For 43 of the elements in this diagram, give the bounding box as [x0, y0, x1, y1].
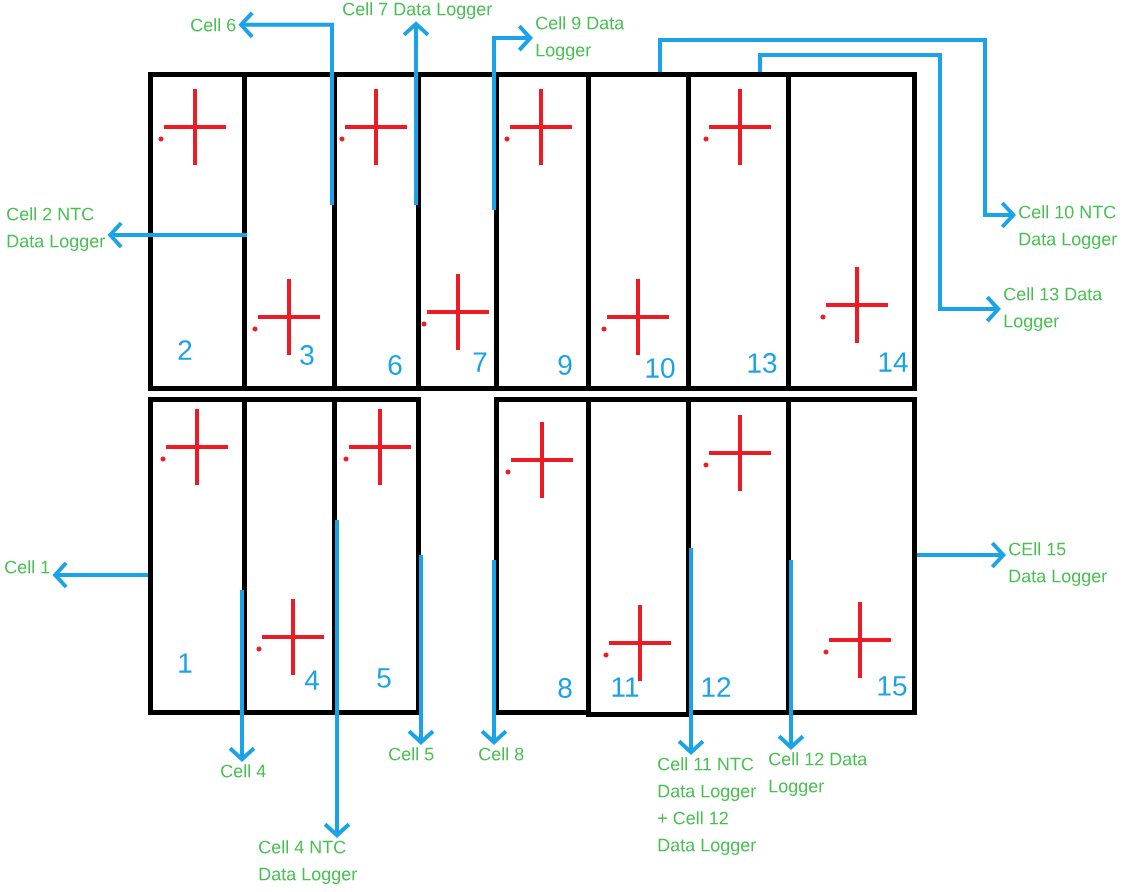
- cell-box: 7: [416, 72, 499, 391]
- cell-label: Cell 1: [5, 560, 50, 574]
- arrow: [407, 555, 435, 745]
- cell-box: 12: [686, 397, 791, 715]
- arrow: [402, 21, 430, 205]
- cell-box: 8: [494, 397, 591, 715]
- cell-label: Cell 10 NTC Data Logger: [1019, 205, 1117, 249]
- cell-label: Cell 4 NTC Data Logger: [259, 840, 357, 884]
- arrow: [777, 560, 805, 750]
- cell-box: 13: [686, 72, 791, 391]
- arrow: [238, 11, 334, 205]
- arrow: [52, 561, 148, 589]
- cell-box: 3: [242, 72, 337, 391]
- cell-label: Cell 2 NTC Data Logger: [7, 207, 105, 251]
- cell-box: 11: [586, 397, 691, 717]
- arrow: [323, 520, 351, 838]
- cell-label: Cell 13 Data Logger: [1004, 287, 1103, 331]
- cell-box: 14: [786, 72, 917, 391]
- cell-label: Cell 4: [221, 764, 266, 778]
- cell-label: Cell 5: [389, 747, 434, 761]
- cell-label: CEll 15 Data Logger: [1009, 542, 1107, 586]
- cell-box: 6: [332, 72, 421, 391]
- arrow: [228, 590, 256, 762]
- arrow: [758, 53, 1001, 323]
- cell-label: Cell 12 Data Logger: [769, 752, 868, 796]
- cell-box: 2: [148, 72, 247, 391]
- cell-label: Cell 8: [479, 747, 524, 761]
- arrow: [480, 560, 508, 745]
- cell-label: Cell 6: [191, 18, 236, 32]
- cell-label: Cell 11 NTC Data Logger + Cell 12 Data Logger: [658, 757, 756, 855]
- cell-box: 4: [242, 397, 337, 715]
- cell-box: 15: [786, 397, 917, 715]
- arrow: [658, 38, 1016, 229]
- cell-label: Cell 7 Data Logger: [343, 2, 492, 19]
- cell-box: 10: [586, 72, 691, 391]
- arrow: [677, 548, 705, 755]
- cell-label: Cell 9 Data Logger: [536, 16, 625, 60]
- cell-box: 5: [332, 397, 421, 715]
- arrow: [107, 221, 247, 249]
- cell-box: 9: [494, 72, 591, 391]
- arrow: [492, 24, 533, 210]
- cell-box: 1: [148, 397, 247, 715]
- arrow: [917, 541, 1006, 569]
